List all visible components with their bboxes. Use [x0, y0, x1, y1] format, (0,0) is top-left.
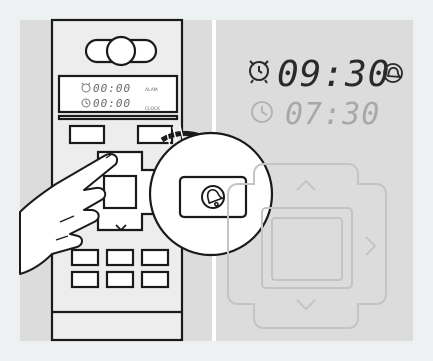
remote-display-strip — [57, 114, 179, 121]
clock-icon — [251, 101, 273, 123]
remote-display-screen — [57, 74, 179, 114]
zoom-dpad — [227, 163, 387, 329]
chevron-right-icon — [365, 236, 377, 256]
zoom-alarm-time: 09:30 — [277, 54, 390, 95]
remote-alarm-time: 00:00 — [93, 82, 131, 95]
alarm-clock-icon — [81, 82, 91, 93]
zoom-display: 09:30 07:30 — [249, 54, 403, 132]
remote-key[interactable] — [105, 248, 135, 267]
magnifier-callout — [148, 131, 274, 257]
clock-icon — [81, 98, 91, 108]
remote-clock-time: 00:00 — [93, 97, 131, 110]
remote-key[interactable] — [105, 270, 135, 289]
remote-clock-tag: CLOCK — [145, 106, 161, 112]
chevron-up-icon — [296, 179, 316, 191]
bell-icon — [383, 63, 403, 83]
pointing-hand-icon — [19, 153, 118, 275]
bell-icon — [206, 188, 224, 207]
power-button[interactable] — [105, 35, 137, 67]
remote-dpad-ok[interactable] — [102, 174, 138, 210]
remote-control — [50, 18, 184, 342]
remote-button-left[interactable] — [68, 124, 106, 145]
remote-display-content: 00:00 ALAM 00:00 CLOCK — [81, 82, 161, 112]
alarm-clock-icon — [249, 60, 269, 84]
alarm-button-zoom[interactable] — [178, 175, 248, 219]
remote-key[interactable] — [70, 248, 100, 267]
chevron-down-icon — [296, 299, 316, 311]
remote-key[interactable] — [140, 248, 170, 267]
remote-dpad-down-arrow — [115, 224, 127, 232]
remote-key[interactable] — [140, 270, 170, 289]
remote-key[interactable] — [70, 270, 100, 289]
zoom-clock-time: 07:30 — [285, 97, 380, 132]
bell-icon-ring — [201, 185, 225, 209]
remote-alarm-tag: ALAM — [145, 87, 158, 93]
